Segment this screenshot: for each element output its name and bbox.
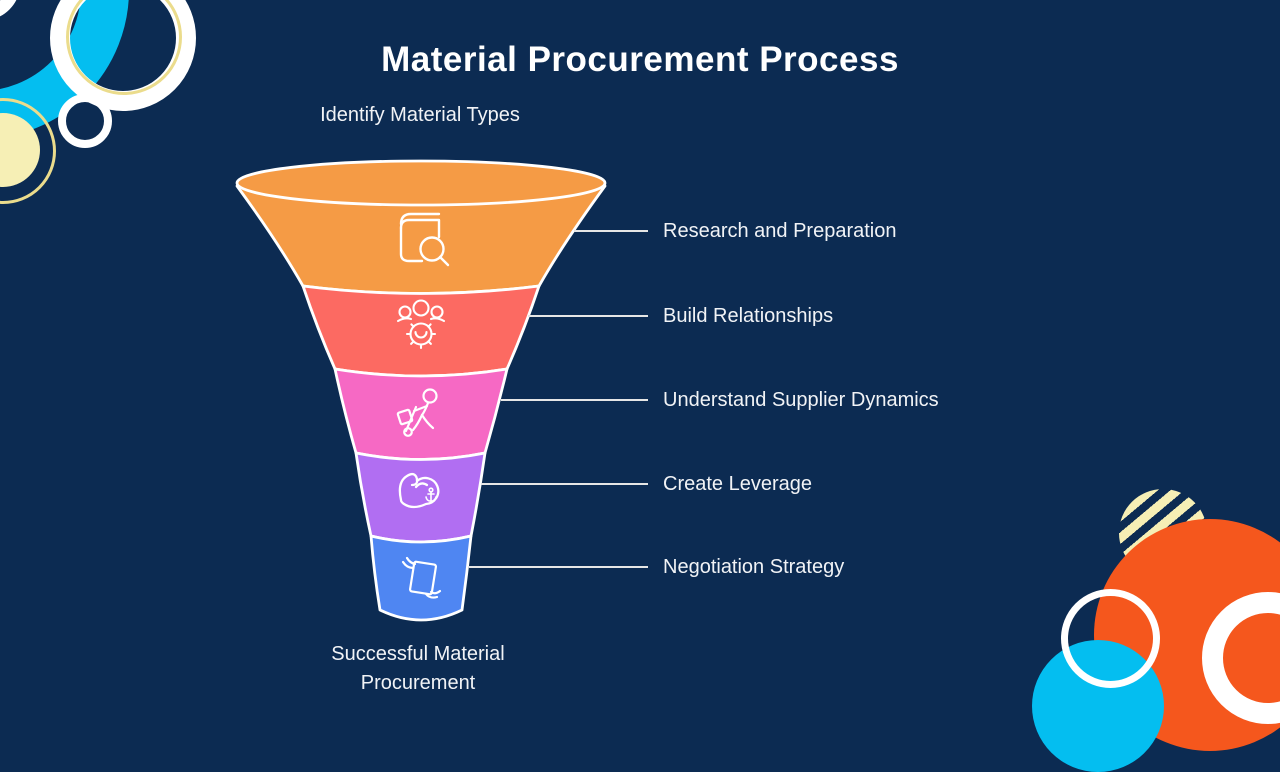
funnel-top-label: Identify Material Types bbox=[320, 104, 520, 126]
book-search-icon bbox=[399, 212, 450, 267]
decor-white-ring-thin bbox=[1061, 589, 1160, 688]
team-gear-icon bbox=[396, 299, 446, 350]
stage-label-research: Research and Preparation bbox=[663, 220, 897, 242]
stage-label-negotiation: Negotiation Strategy bbox=[663, 556, 845, 578]
decor-yellow-ring-large bbox=[66, 0, 182, 95]
connector-lines bbox=[469, 230, 648, 568]
page-title: Material Procurement Process bbox=[381, 40, 899, 79]
funnel-diagram bbox=[235, 159, 648, 622]
funnel-stage-supplier bbox=[333, 367, 509, 461]
funnel-top-opening bbox=[235, 159, 607, 207]
contract-hands-icon bbox=[401, 556, 442, 599]
funnel-stage-leverage bbox=[354, 451, 487, 544]
stage-label-leverage: Create Leverage bbox=[663, 473, 812, 495]
funnel-bottom-label: Successful Material Procurement bbox=[331, 643, 505, 694]
funnel-stage-negotiation bbox=[369, 534, 473, 622]
decor-white-ring-medium bbox=[58, 94, 112, 148]
stage-label-supplier: Understand Supplier Dynamics bbox=[663, 389, 939, 411]
bicep-anchor-icon bbox=[398, 472, 440, 509]
stage-label-relationships: Build Relationships bbox=[663, 305, 834, 327]
supplier-cart-icon bbox=[396, 388, 438, 437]
